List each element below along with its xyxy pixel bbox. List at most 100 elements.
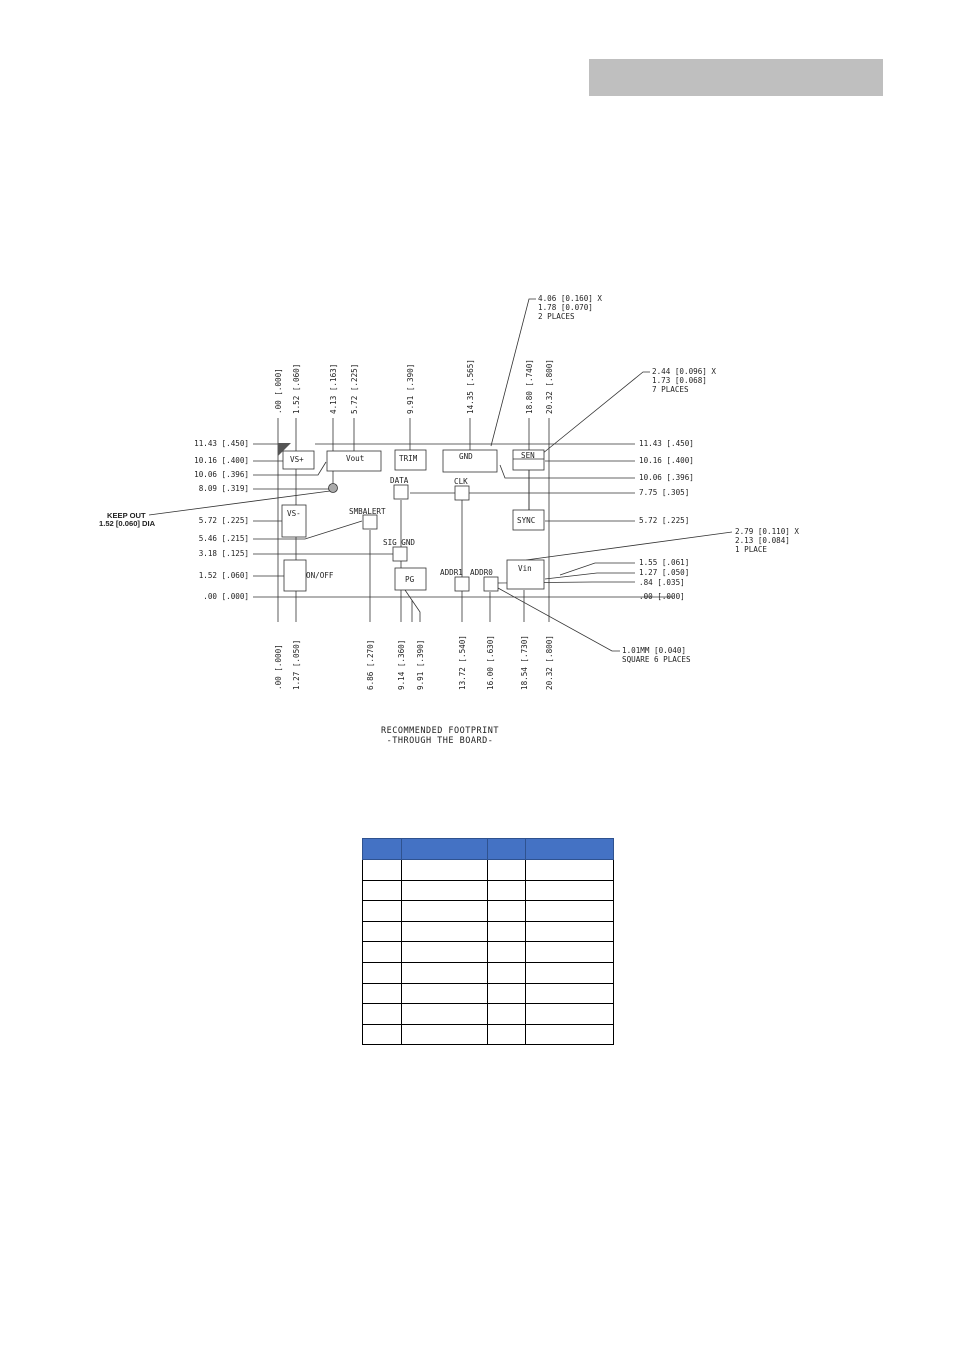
pad-pg xyxy=(394,567,427,591)
callout-vin-pad-line1: 2.79 [0.110] X xyxy=(735,527,799,536)
table-cell xyxy=(487,879,526,902)
callout-large-pad-line2: 1.78 [0.070] xyxy=(538,303,593,312)
bottom-dim-label: 13.72 [.540] xyxy=(458,635,467,690)
pad-gnd xyxy=(442,449,498,473)
callout-keep-out: KEEP OUT 1.52 [0.060] DIA xyxy=(99,490,331,528)
top-extension-lines xyxy=(277,418,550,622)
left-dim-label: 5.46 [.215] xyxy=(199,534,249,543)
table-cell xyxy=(525,1003,614,1025)
pad-pg-label: PG xyxy=(405,575,415,584)
table-header-cell xyxy=(525,838,614,860)
internal-lines xyxy=(369,459,530,622)
bottom-dim-label: 1.27 [.050] xyxy=(292,640,301,690)
right-dim-label: .84 [.035] xyxy=(639,578,685,587)
top-dim-label: 1.52 [.060] xyxy=(292,364,301,414)
right-dim-label: 5.72 [.225] xyxy=(639,516,689,525)
left-dim-label: 3.18 [.125] xyxy=(199,549,249,558)
table-cell xyxy=(525,859,614,881)
header-bar xyxy=(589,59,883,96)
top-dim-label: 18.80 [.740] xyxy=(525,359,534,414)
top-dim-label: 14.35 [.565] xyxy=(466,359,475,414)
table-header-cell xyxy=(401,838,488,860)
right-dim-label: 10.06 [.396] xyxy=(639,473,694,482)
table-body xyxy=(362,859,614,1046)
right-dimension-labels: 11.43 [.450] 10.16 [.400] 10.06 [.396] 7… xyxy=(639,439,694,601)
table-cell xyxy=(487,859,526,881)
top-dim-label: 4.13 [.163] xyxy=(329,364,338,414)
callout-medium-pad: 2.44 [0.096] X 1.73 [0.068] 7 PLACES xyxy=(536,367,716,459)
pad-vin-label: Vin xyxy=(518,564,532,573)
table-cell xyxy=(401,941,488,963)
pad-sync-label: SYNC xyxy=(517,516,535,525)
callout-medium-pad-line1: 2.44 [0.096] X xyxy=(652,367,716,376)
table-row xyxy=(362,1003,614,1025)
top-dim-label: 20.32 [.800] xyxy=(545,359,554,414)
pad-vout-label: Vout xyxy=(346,454,364,463)
pin-table xyxy=(362,838,614,1046)
caption-line-1: RECOMMENDED FOOTPRINT xyxy=(381,726,499,736)
table-row xyxy=(362,982,614,1005)
table-cell xyxy=(525,982,614,1005)
caption-line-2: -THROUGH THE BOARD- xyxy=(386,736,494,746)
bottom-dim-label: 16.00 [.630] xyxy=(486,635,495,690)
left-dim-label: 1.52 [.060] xyxy=(199,571,249,580)
table-cell xyxy=(401,1023,488,1046)
callout-medium-pad-line2: 1.73 [0.068] xyxy=(652,376,707,385)
pad-on-off xyxy=(283,559,307,592)
table-cell xyxy=(401,982,488,1005)
table-row xyxy=(362,920,614,943)
table-cell xyxy=(525,879,614,902)
bottom-dim-label: 20.32 [.800] xyxy=(545,635,554,690)
pad-sen-label: SEN xyxy=(521,451,535,460)
callout-large-pad: 4.06 [0.160] X 1.78 [0.070] 2 PLACES xyxy=(490,294,602,447)
left-dim-label: 10.16 [.400] xyxy=(194,456,249,465)
table-header-cell xyxy=(487,838,526,860)
table-cell xyxy=(401,900,488,922)
table-cell xyxy=(525,900,614,922)
table-cell xyxy=(487,900,526,922)
table-cell xyxy=(525,941,614,963)
right-dim-label: 10.16 [.400] xyxy=(639,456,694,465)
pad-smbalert xyxy=(362,514,378,530)
pad-vout xyxy=(326,450,382,472)
right-dim-label: 11.43 [.450] xyxy=(639,439,694,448)
callout-square-pad-line2: SQUARE 6 PLACES xyxy=(622,655,691,664)
pad-trim xyxy=(394,449,427,471)
table-cell xyxy=(362,961,402,984)
top-dim-label: 5.72 [.225] xyxy=(350,364,359,414)
table-cell xyxy=(525,1023,614,1046)
table-row xyxy=(362,879,614,902)
pad-addr0 xyxy=(483,576,499,592)
pin1-corner-marker xyxy=(278,443,291,456)
table-cell xyxy=(401,1003,488,1025)
right-dim-label: 1.55 [.061] xyxy=(639,558,689,567)
left-dim-label: 11.43 [.450] xyxy=(194,439,249,448)
right-dim-label: 1.27 [.050] xyxy=(639,568,689,577)
table-cell xyxy=(362,920,402,943)
pad-on-off-label: ON/OFF xyxy=(306,571,334,580)
callout-vin-pad-line2: 2.13 [0.084] xyxy=(735,536,790,545)
table-cell xyxy=(401,879,488,902)
left-dim-label: 8.09 [.319] xyxy=(199,484,249,493)
pad-sync xyxy=(512,509,545,531)
pads: VS+ Vout TRIM GND SEN DATA CLK VS- SMBAL… xyxy=(281,449,545,592)
right-dim-label: .00 [.000] xyxy=(639,592,685,601)
top-dim-label: .00 [.000] xyxy=(274,368,283,414)
table-cell xyxy=(362,1003,402,1025)
table-row xyxy=(362,900,614,922)
footprint-caption: RECOMMENDED FOOTPRINT -THROUGH THE BOARD… xyxy=(340,726,540,746)
table-cell xyxy=(487,920,526,943)
right-dim-label: 7.75 [.305] xyxy=(639,488,689,497)
table-cell xyxy=(401,859,488,881)
keep-out-circle xyxy=(328,483,338,493)
keep-out-label: KEEP OUT xyxy=(107,511,146,520)
pad-addr1 xyxy=(454,576,470,592)
top-dimension-labels: .00 [.000] 1.52 [.060] 4.13 [.163] 5.72 … xyxy=(274,359,554,414)
callout-square-pad-line1: 1.01MM [0.040] xyxy=(622,646,686,655)
table-header-cell xyxy=(362,838,402,860)
table-cell xyxy=(362,982,402,1005)
footprint-drawing: 4.06 [0.160] X 1.78 [0.070] 2 PLACES 2.4… xyxy=(99,294,799,690)
callout-medium-pad-line3: 7 PLACES xyxy=(652,385,689,394)
pad-data-label: DATA xyxy=(390,476,409,485)
callout-large-pad-line1: 4.06 [0.160] X xyxy=(538,294,602,303)
